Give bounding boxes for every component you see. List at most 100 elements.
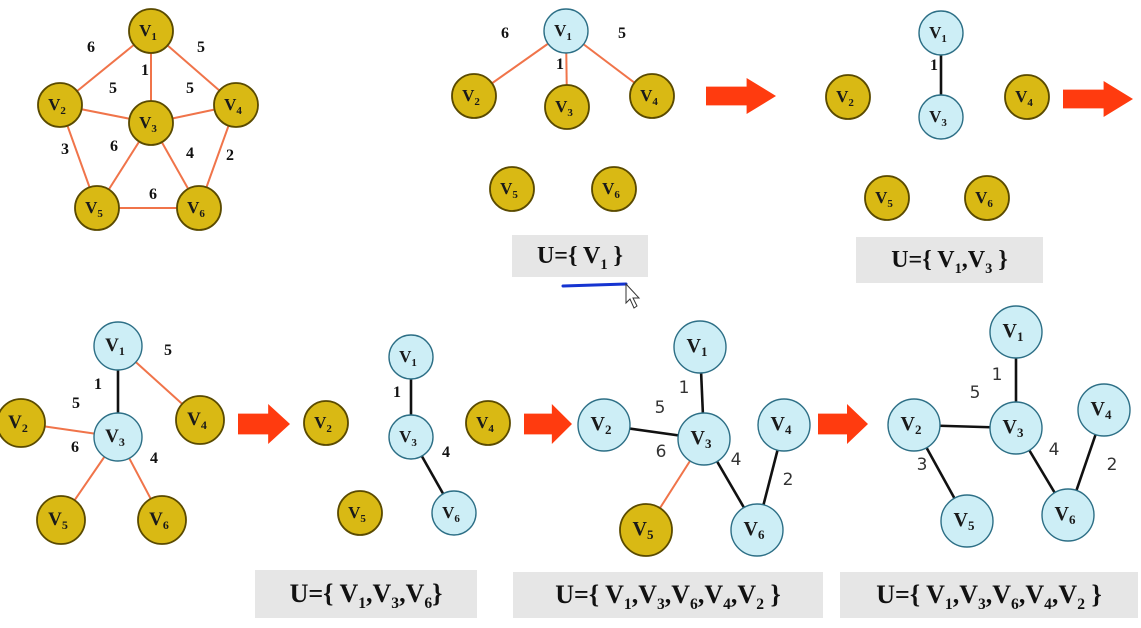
caption-vertex: V1 [583, 243, 608, 273]
caption-suffix: } [432, 579, 443, 608]
caption-prefix: U={ [876, 580, 927, 609]
node-circle [1041, 488, 1095, 542]
edge-weight: 1 [930, 57, 938, 74]
caption-vertex: V2 [1058, 580, 1085, 614]
edge-weight: 5 [197, 39, 205, 56]
edge-weight: 2 [1107, 455, 1118, 475]
next-step-arrow [818, 404, 868, 444]
node-circle [74, 185, 120, 231]
node-circle [864, 175, 910, 221]
node-v4: V4 [629, 73, 675, 119]
edge-weight: 1 [679, 378, 690, 398]
node-v3: V3 [918, 94, 964, 140]
edge-weight: 2 [783, 470, 794, 490]
node-v3: V3 [93, 412, 143, 462]
edge-weight: 3 [917, 455, 928, 475]
node-v3: V3 [677, 412, 731, 466]
edge-weight: 3 [61, 141, 69, 158]
node-v6: V6 [730, 503, 784, 557]
node-v1: V1 [93, 321, 143, 371]
edge-weight: 5 [970, 383, 981, 403]
node-v1: V1 [128, 8, 174, 54]
edge-weight: 6 [501, 25, 509, 42]
node-v3: V3 [989, 401, 1043, 455]
edge-weight: 2 [226, 147, 234, 164]
node-v5: V5 [619, 503, 673, 557]
node-v4: V4 [1077, 383, 1131, 437]
caption-vertex: V1 [926, 580, 953, 614]
edge-weight: 1 [141, 62, 149, 79]
next-step-arrow [1063, 81, 1133, 117]
next-step-arrow [238, 404, 290, 444]
node-v2: V2 [825, 74, 871, 120]
node-circle [940, 494, 994, 548]
edge-weight: 6 [149, 186, 157, 203]
node-v4: V4 [213, 82, 259, 128]
edge-weight: 6 [656, 442, 667, 462]
node-v1: V1 [388, 334, 434, 380]
pen-underline [561, 282, 628, 288]
node-circle [543, 8, 589, 54]
node-v2: V2 [451, 73, 497, 119]
node-v5: V5 [864, 175, 910, 221]
set-u-caption: U={ V1,V3 } [856, 237, 1043, 283]
node-circle [918, 94, 964, 140]
edge-weight: 6 [71, 439, 79, 456]
node-v6: V6 [137, 495, 187, 545]
caption-suffix: } [992, 247, 1008, 273]
node-circle [176, 185, 222, 231]
node-v6: V6 [1041, 488, 1095, 542]
node-v2: V2 [0, 398, 46, 448]
node-circle [0, 398, 46, 448]
edge-weight: 5 [655, 398, 666, 418]
caption-suffix: } [1085, 580, 1102, 609]
caption-vertex: V4 [1025, 580, 1052, 614]
node-v6: V6 [431, 490, 477, 536]
caption-prefix: U={ [555, 580, 606, 609]
set-u-caption: U={ V1,V3,V6,V4,V2 } [513, 572, 823, 618]
caption-suffix: } [764, 580, 781, 609]
node-circle [730, 503, 784, 557]
node-v5: V5 [337, 490, 383, 536]
node-circle [757, 398, 811, 452]
caption-vertex: V3 [638, 580, 665, 614]
set-u-caption: U={ V1,V3,V6} [255, 570, 477, 618]
caption-vertex: V6 [992, 580, 1019, 614]
node-circle [887, 398, 941, 452]
node-v2: V2 [887, 398, 941, 452]
edge-weight: 5 [72, 395, 80, 412]
edge-weight: 1 [94, 376, 102, 393]
edge-weight: 1 [992, 365, 1003, 385]
node-circle [465, 400, 511, 446]
node-circle [431, 490, 477, 536]
caption-prefix: U={ [289, 579, 340, 608]
node-circle [128, 100, 174, 146]
node-v3: V3 [388, 414, 434, 460]
node-circle [825, 74, 871, 120]
node-v1: V1 [543, 8, 589, 54]
node-v1: V1 [989, 305, 1043, 359]
node-circle [213, 82, 259, 128]
node-v5: V5 [36, 495, 86, 545]
node-v2: V2 [577, 398, 631, 452]
caption-suffix: } [607, 243, 624, 269]
mouse-cursor-icon [625, 282, 641, 309]
node-v1: V1 [918, 10, 964, 56]
node-circle [964, 175, 1010, 221]
node-circle [619, 503, 673, 557]
node-circle [577, 398, 631, 452]
edge-weight: 6 [87, 39, 95, 56]
node-circle [544, 84, 590, 130]
node-circle [989, 305, 1043, 359]
caption-vertex: V1 [339, 579, 367, 613]
caption-vertex: V6 [405, 579, 433, 613]
edge-weight: 4 [150, 450, 158, 467]
edge-weight: 4 [442, 444, 450, 461]
node-v6: V6 [176, 185, 222, 231]
edge-weight: 4 [1049, 440, 1060, 460]
node-circle [1004, 74, 1050, 120]
